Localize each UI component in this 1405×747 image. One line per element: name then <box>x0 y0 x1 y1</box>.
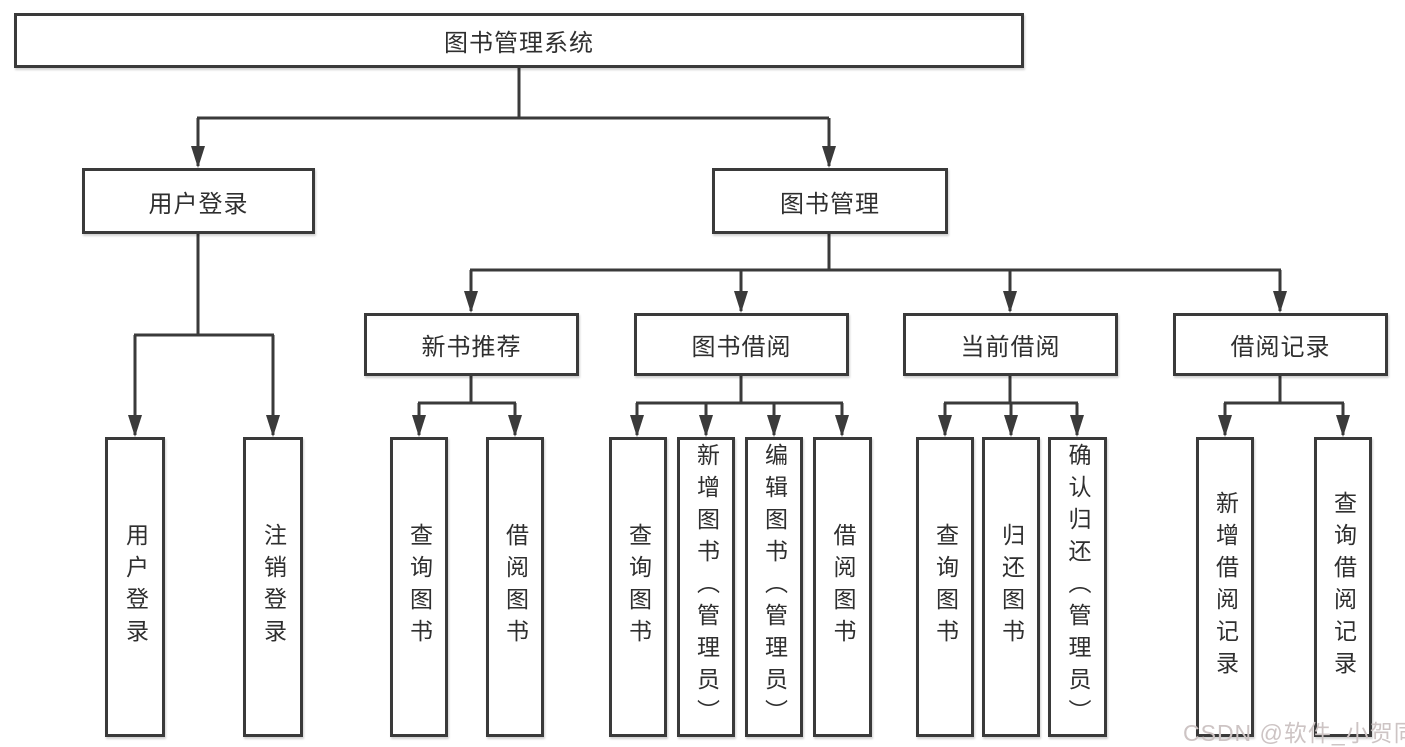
leaf-add-books-admin: 新增图书（管理员） <box>677 437 735 737</box>
node-new-book-recommend: 新书推荐 <box>364 313 579 376</box>
node-book-management: 图书管理 <box>712 168 948 234</box>
leaf-edit-books-admin: 编辑图书（管理员） <box>745 437 803 737</box>
leaf-add-borrow-record: 新增借阅记录 <box>1196 437 1254 737</box>
leaf-borrow-books-recommend: 借阅图书 <box>486 437 544 737</box>
leaf-return-books: 归还图书 <box>982 437 1040 737</box>
leaf-query-borrow-record: 查询借阅记录 <box>1314 437 1372 737</box>
node-root-system: 图书管理系统 <box>14 13 1024 68</box>
node-book-borrow: 图书借阅 <box>634 313 849 376</box>
node-current-borrow: 当前借阅 <box>903 313 1118 376</box>
leaf-user-login: 用户登录 <box>105 437 165 737</box>
node-user-login: 用户登录 <box>82 168 315 234</box>
leaf-query-books-recommend: 查询图书 <box>390 437 448 737</box>
leaf-logout: 注销登录 <box>243 437 303 737</box>
node-borrow-records: 借阅记录 <box>1173 313 1388 376</box>
leaf-query-books-borrow: 查询图书 <box>609 437 667 737</box>
leaf-borrow-books: 借阅图书 <box>813 437 872 737</box>
leaf-query-books-current: 查询图书 <box>916 437 974 737</box>
leaf-confirm-return-admin: 确认归还（管理员） <box>1048 437 1107 737</box>
csdn-watermark: CSDN @软件_小贺同学 <box>1183 720 1405 746</box>
